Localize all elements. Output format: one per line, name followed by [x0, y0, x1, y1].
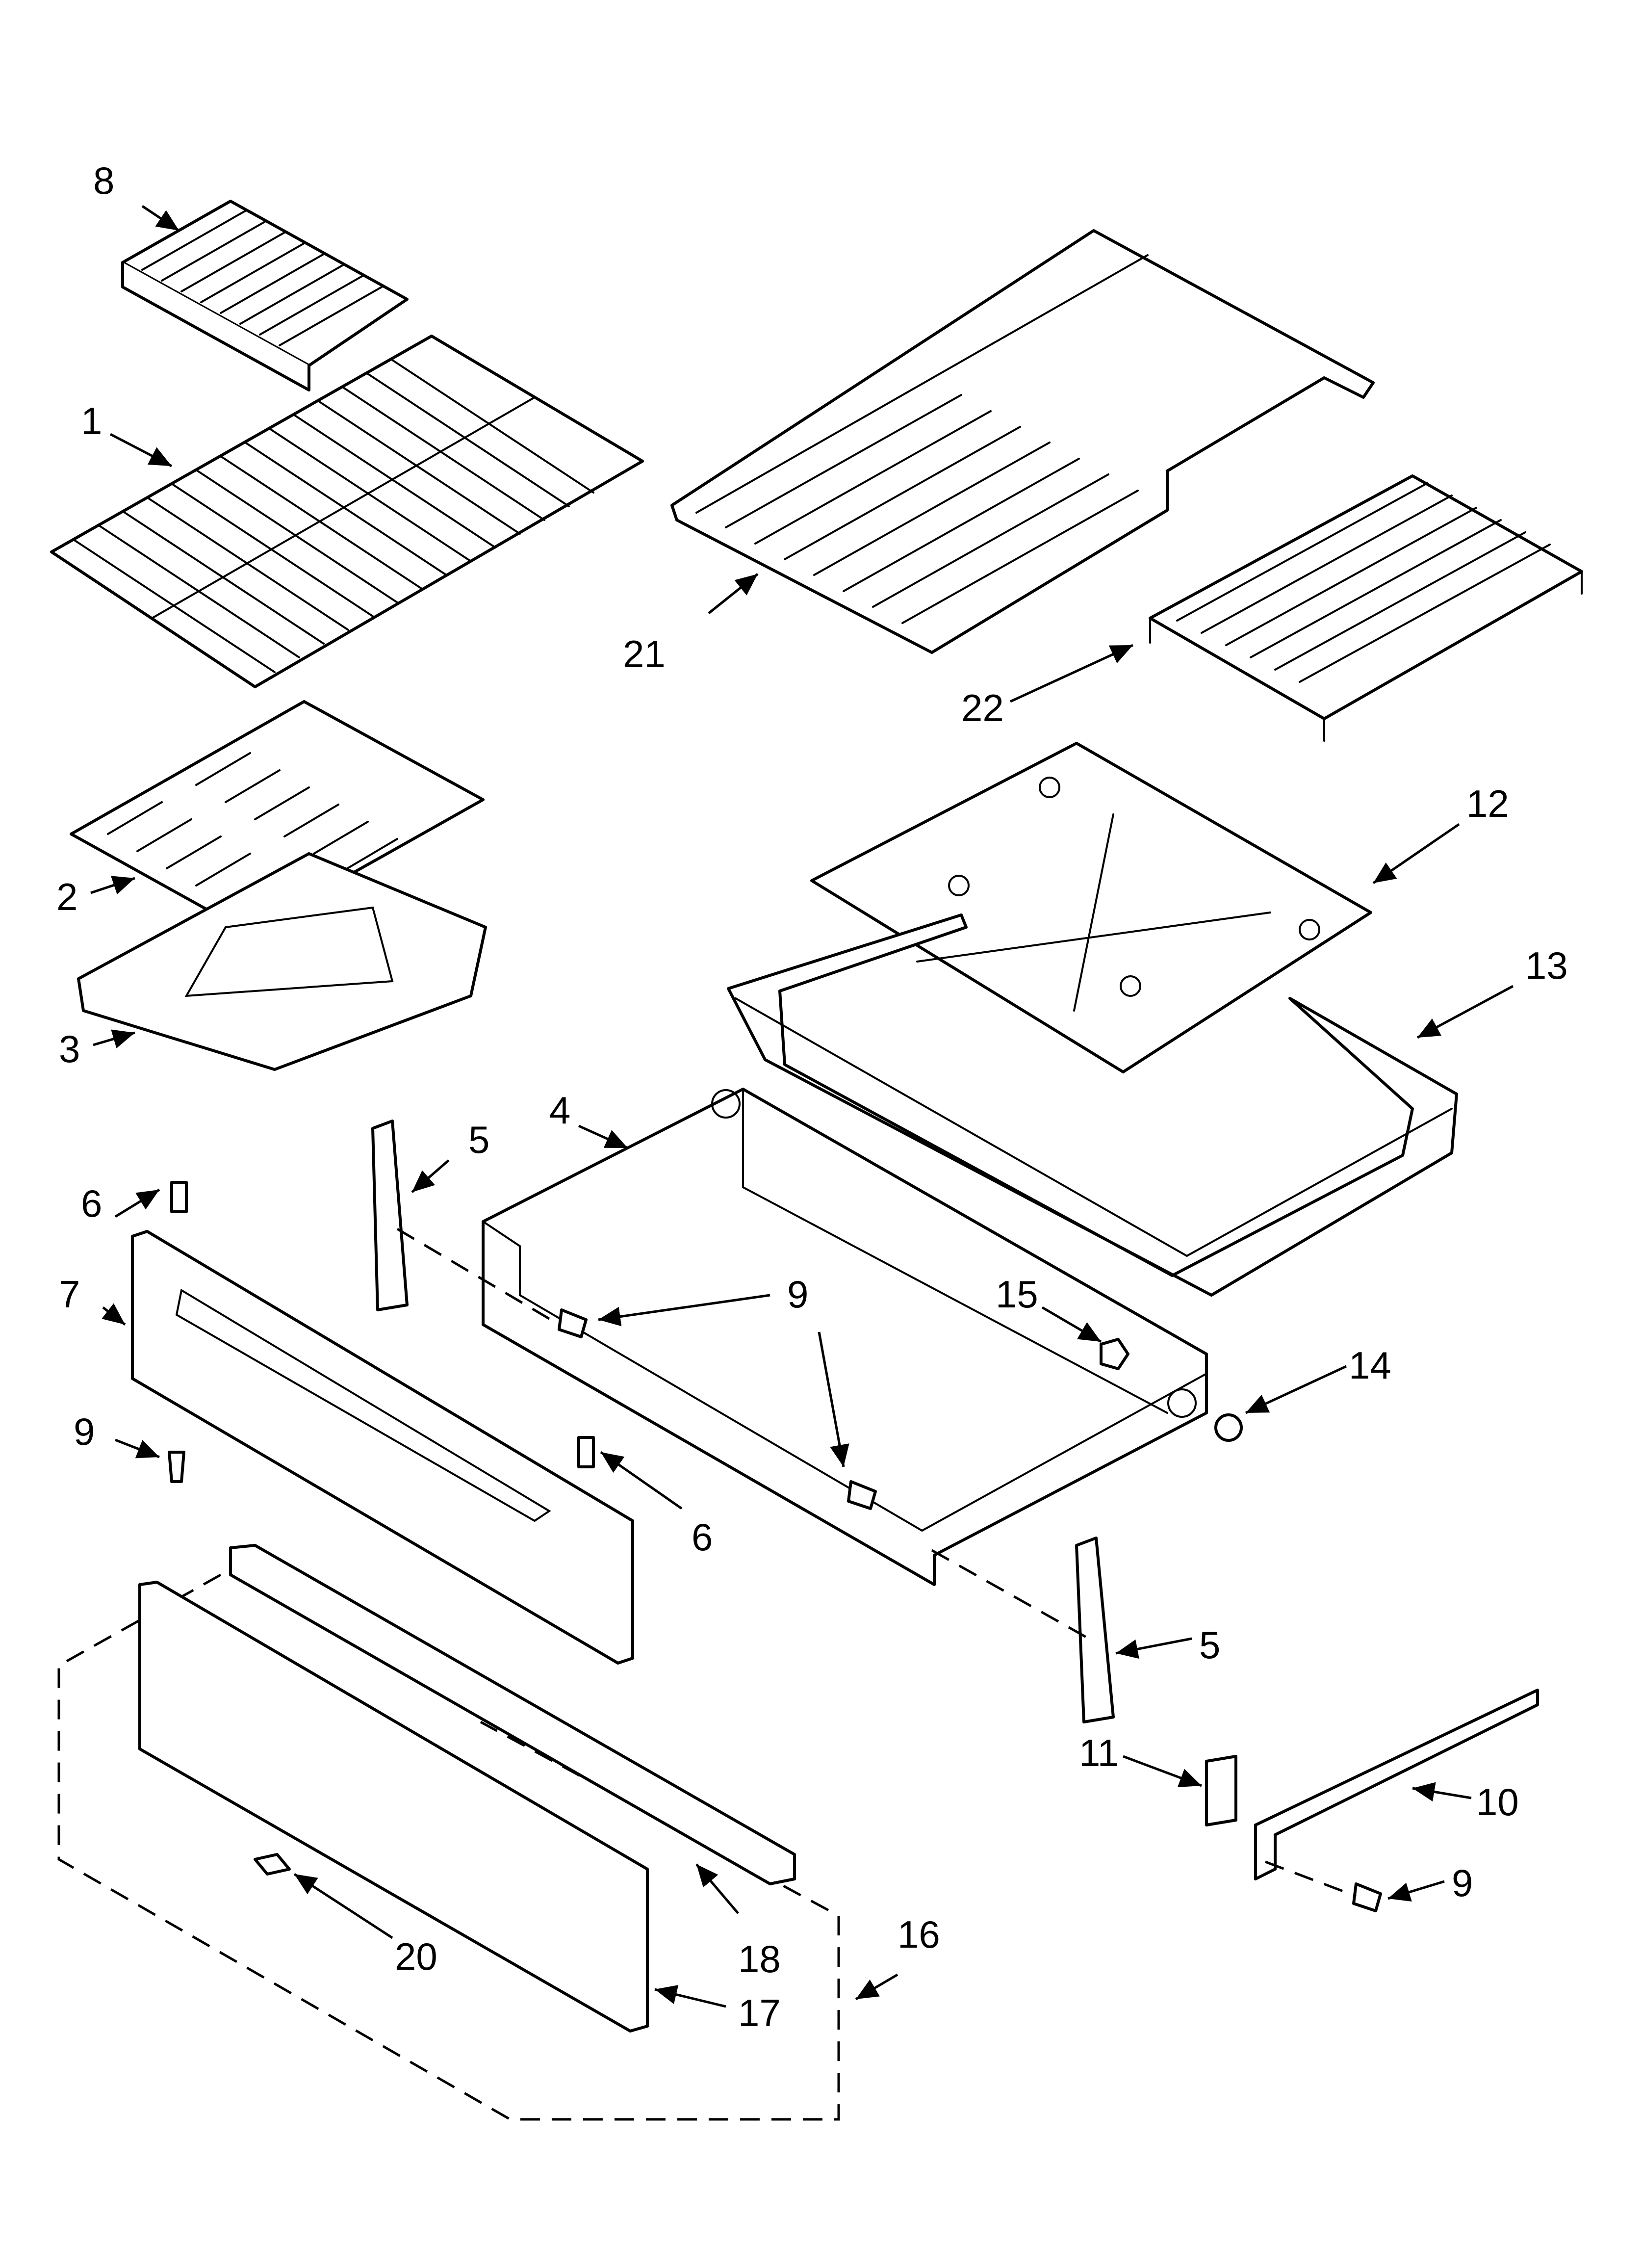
callout-15: 15 — [996, 1273, 1038, 1316]
callout-10: 10 — [1476, 1780, 1519, 1824]
part-4-drawer-box — [482, 1088, 1208, 1586]
callout-17: 17 — [738, 1991, 781, 2034]
callout-9-left: 9 — [74, 1410, 95, 1453]
callout-20: 20 — [395, 1935, 437, 1978]
part-22-half-rack — [1149, 474, 1583, 742]
part-6-screw-right — [577, 1436, 595, 1468]
part-8-broiler-grid — [121, 200, 409, 391]
part-9-screw-drawer-right — [847, 1480, 877, 1510]
part-9-screw-drawer-left — [558, 1308, 588, 1338]
part-9-screw-left-low — [168, 1451, 185, 1483]
part-20-badge — [254, 1853, 291, 1876]
part-17-drawer-front — [138, 1581, 649, 2033]
callout-11: 11 — [1079, 1731, 1119, 1774]
callout-6-right: 6 — [692, 1515, 713, 1559]
callout-6-left: 6 — [81, 1182, 102, 1225]
part-5-right-bracket — [1075, 1537, 1115, 1723]
callout-8: 8 — [93, 159, 114, 202]
part-21-oven-rack — [670, 229, 1375, 654]
leader-lines — [90, 205, 1514, 2008]
callout-9-rail: 9 — [1452, 1861, 1473, 1904]
callout-4: 4 — [549, 1089, 570, 1132]
callout-labels: 8 1 2 3 4 5 6 7 9 6 9 15 14 5 11 10 9 16… — [56, 159, 1568, 2034]
callout-22: 22 — [961, 686, 1004, 730]
callout-5-right: 5 — [1199, 1623, 1220, 1667]
part-5-left-bracket — [371, 1120, 409, 1311]
callout-21: 21 — [623, 632, 666, 676]
part-1-oven-rack — [50, 335, 644, 688]
callout-5-left: 5 — [468, 1118, 489, 1161]
part-2-broiler-grid — [70, 700, 485, 934]
callout-9-center: 9 — [787, 1273, 808, 1316]
callout-3: 3 — [59, 1027, 80, 1070]
callout-18: 18 — [738, 1937, 781, 1981]
callout-13: 13 — [1525, 944, 1568, 987]
callout-16: 16 — [898, 1913, 940, 1956]
part-18-trim-strip — [229, 1544, 796, 1885]
part-7-drawer-front-panel — [131, 1230, 634, 1665]
part-10-rail — [1254, 1689, 1539, 1880]
callout-2: 2 — [56, 875, 77, 918]
part-3-broiler-pan — [77, 852, 487, 1071]
callout-7: 7 — [59, 1273, 80, 1316]
part-14-knob — [1214, 1413, 1243, 1442]
part-15-nut — [1100, 1338, 1129, 1370]
part-6-screw-left — [170, 1181, 188, 1213]
part-13-drawer-pan — [727, 913, 1458, 1297]
callout-14: 14 — [1349, 1344, 1391, 1387]
part-12-drawer-panel — [810, 742, 1372, 1073]
callout-1: 1 — [81, 399, 102, 443]
callout-12: 12 — [1466, 782, 1509, 825]
part-9-screw-rail — [1352, 1882, 1382, 1912]
part-11-bracket — [1205, 1755, 1237, 1826]
